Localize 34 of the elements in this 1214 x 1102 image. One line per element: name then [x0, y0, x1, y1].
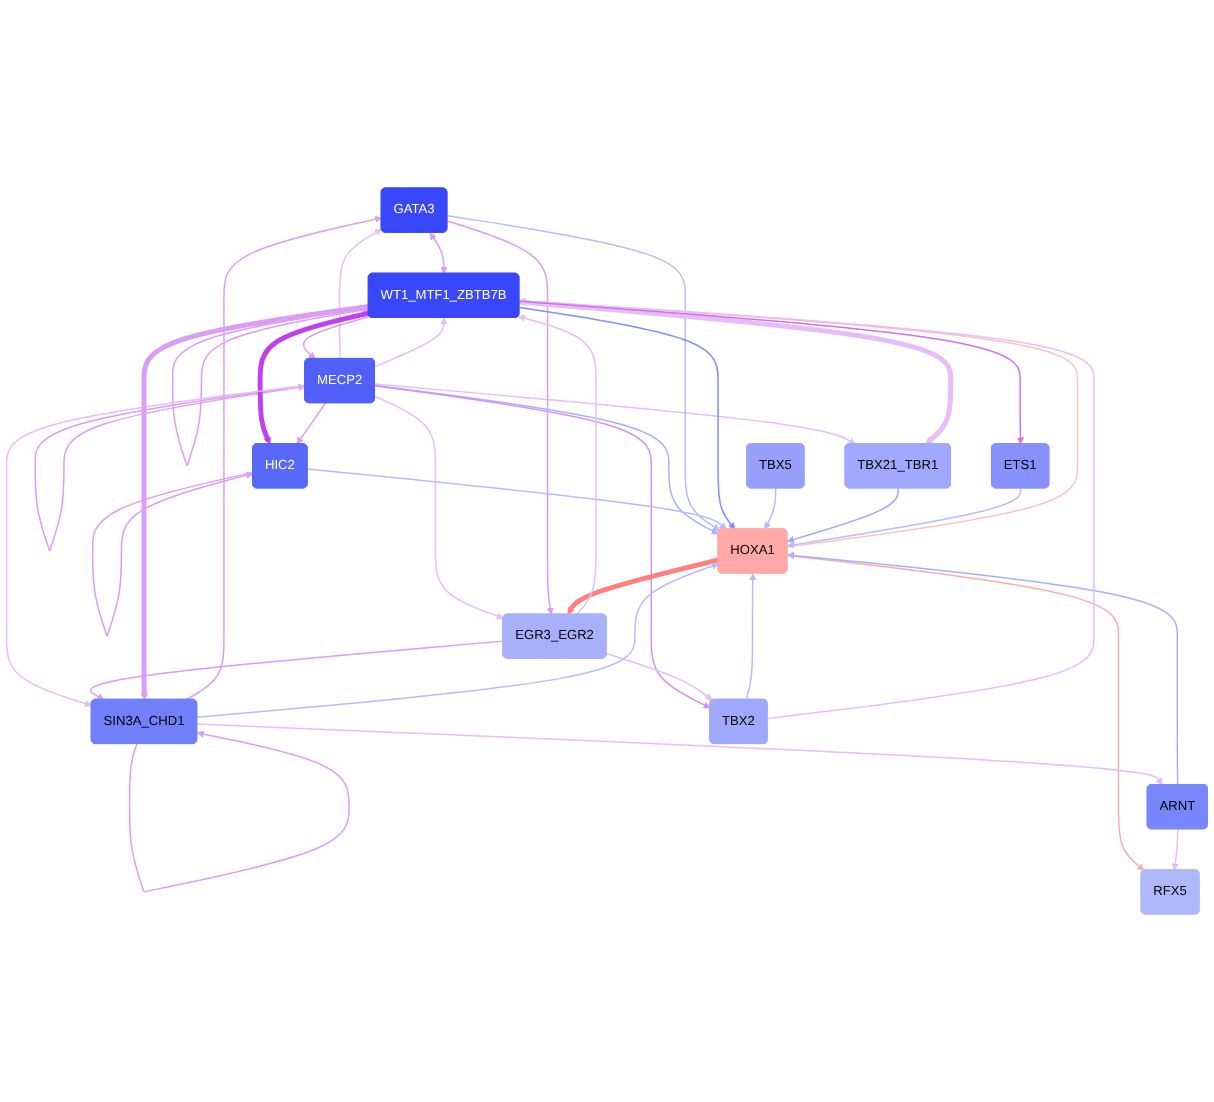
arrow: [338, 228, 383, 360]
arrow: [196, 562, 719, 718]
arrow: [128, 730, 350, 893]
arrow: [446, 214, 721, 531]
arrow: [787, 487, 1022, 549]
arrow: [787, 487, 899, 543]
arrow: [185, 215, 382, 701]
arrow: [374, 395, 504, 620]
arrow: [764, 487, 777, 530]
arrow: [196, 723, 1163, 786]
arrow: [1171, 828, 1179, 871]
arrow: [518, 306, 736, 530]
arrow: [5, 384, 306, 707]
arrow: [446, 220, 554, 615]
arrow: [257, 310, 370, 445]
arrow: [567, 557, 719, 615]
arrow: [429, 232, 448, 274]
arrow: [787, 551, 1179, 786]
arrow: [374, 383, 857, 445]
arrow: [171, 306, 370, 467]
arrow: [374, 385, 711, 709]
arrow: [302, 315, 371, 360]
arrow: [519, 297, 1095, 720]
arrow: [605, 652, 713, 701]
arrow: [745, 573, 757, 701]
arrow: [517, 314, 597, 616]
arrow: [34, 383, 306, 552]
arrow: [91, 471, 254, 637]
arrow: [89, 640, 505, 701]
arrow: [140, 304, 370, 701]
arrow: [296, 402, 327, 445]
arrow: [374, 384, 719, 535]
arrow: [374, 317, 448, 368]
arrow: [306, 468, 727, 530]
